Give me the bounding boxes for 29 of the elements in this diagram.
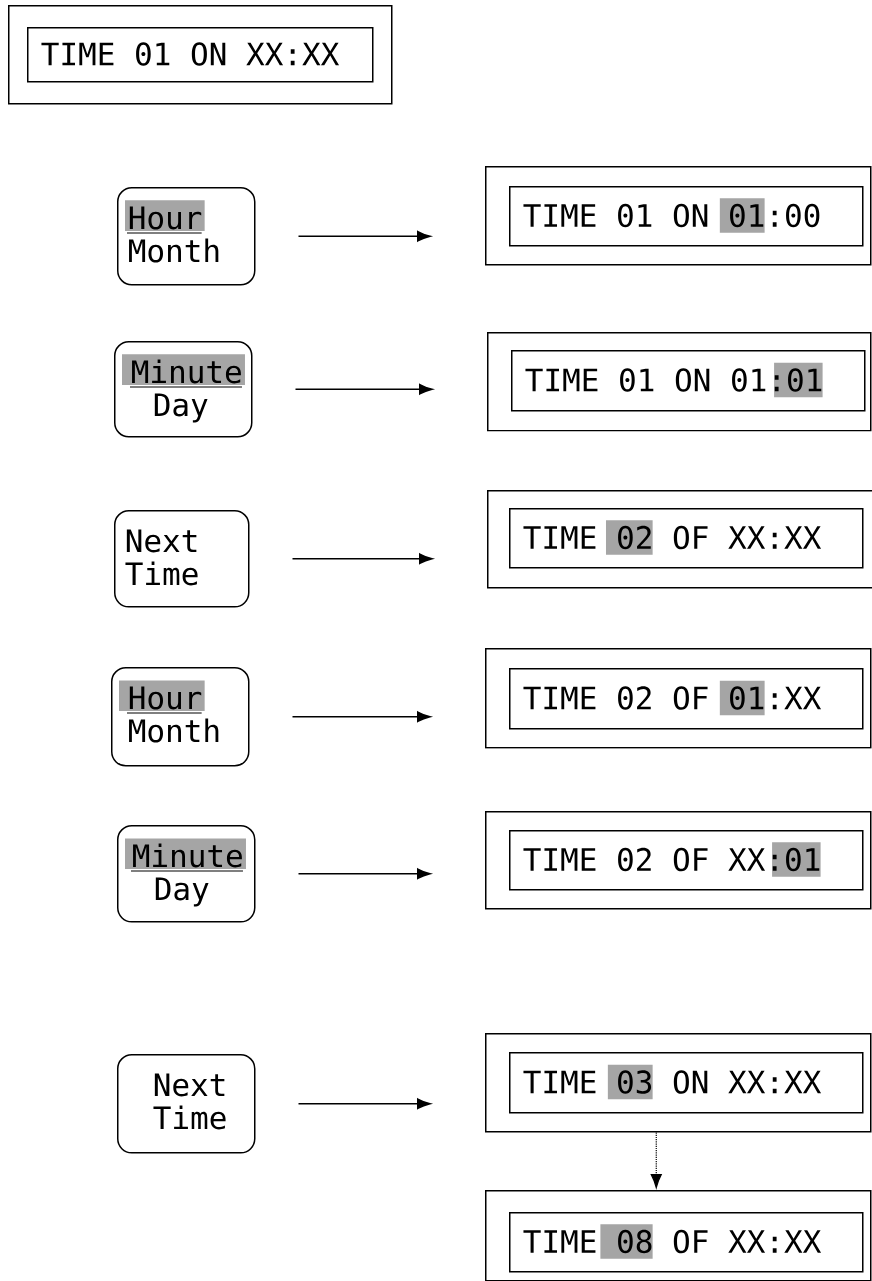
display-frame [487,332,872,432]
display-frame [485,1190,872,1281]
arrow [294,383,433,395]
arrow [650,1131,662,1189]
key-button: Hour Month [117,187,256,286]
key-button: Next Time [114,510,250,608]
display-screen: TIME 01 ON XX:XX [27,27,374,83]
arrow [291,553,433,565]
display-screen: TIME 01 ON 01:01 [511,350,866,412]
display-screen: TIME 02 OF 01:XX [509,668,864,730]
key-button: Next Time [117,1054,256,1154]
display-frame [485,166,872,266]
key-button: Hour Month [111,667,250,767]
arrow [297,868,431,880]
display-screen: TIME 02 OF XX:01 [509,830,864,891]
arrow [291,711,431,723]
display-frame [8,5,393,105]
display-screen: TIME 02 OF XX:XX [509,508,864,569]
display-screen: TIME 08 OF XX:XX [509,1212,864,1273]
display-frame [485,811,872,910]
key-button: Minute Day [117,825,256,923]
display-frame [487,490,872,589]
arrow [297,1098,431,1110]
key-button: Minute Day [114,341,253,438]
display-frame [485,1033,872,1133]
arrow [297,230,431,242]
display-screen: TIME 01 ON 01:00 [509,186,864,247]
display-screen: TIME 03 ON XX:XX [509,1052,864,1114]
display-frame [485,648,872,749]
